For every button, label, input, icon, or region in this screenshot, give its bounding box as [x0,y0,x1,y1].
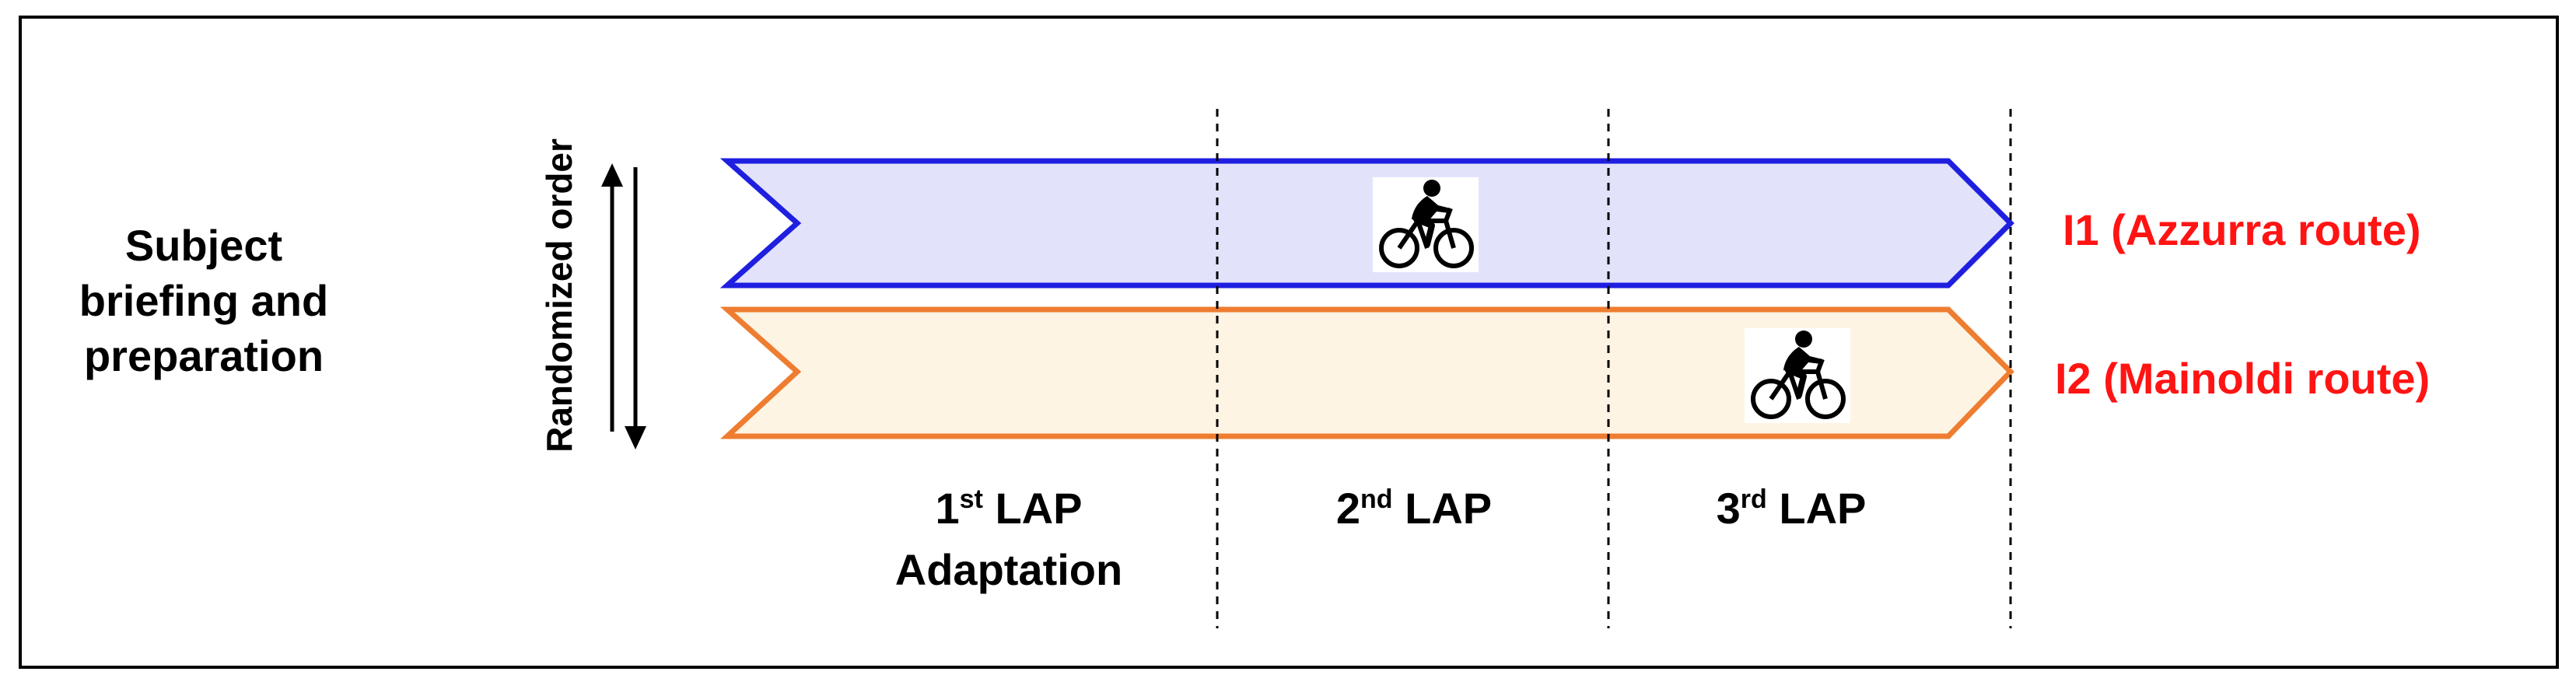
lap-2-suffix: nd [1360,484,1393,514]
route-arrow-mainoldi [719,306,2014,439]
lap-1-name: LAP [995,484,1082,533]
lap-3-suffix: rd [1741,484,1767,514]
cyclist-icon [1745,328,1850,423]
briefing-label-line-2: briefing and [79,276,328,325]
route-label-azzurra: I1 (Azzurra route) [2063,205,2421,254]
lap-1-subtitle: Adaptation [895,545,1122,594]
briefing-label-line-1: Subject [125,221,282,270]
randomized-order-label: Randomized order [539,138,579,453]
lap-3-number: 3 [1717,484,1741,533]
lap-2-name: LAP [1405,484,1492,533]
lap-1-space [983,484,996,533]
lap-3-label: 3rd LAP [1717,484,1867,533]
briefing-label-line-3: preparation [84,331,324,380]
lap-1-number: 1 [936,484,960,533]
lap-1-label: 1st LAP [936,484,1083,533]
route-arrow-azzurra [719,158,2014,289]
lap-3-name: LAP [1779,484,1866,533]
lap-2-number: 2 [1336,484,1360,533]
lap-1-suffix: st [960,484,983,514]
route-label-mainoldi: I2 (Mainoldi route) [2055,354,2430,403]
lap-2-space [1393,484,1405,533]
lap-3-space [1767,484,1780,533]
double-arrow-icon [601,163,646,449]
cyclist-icon [1373,177,1479,272]
lap-2-label: 2nd LAP [1336,484,1492,533]
